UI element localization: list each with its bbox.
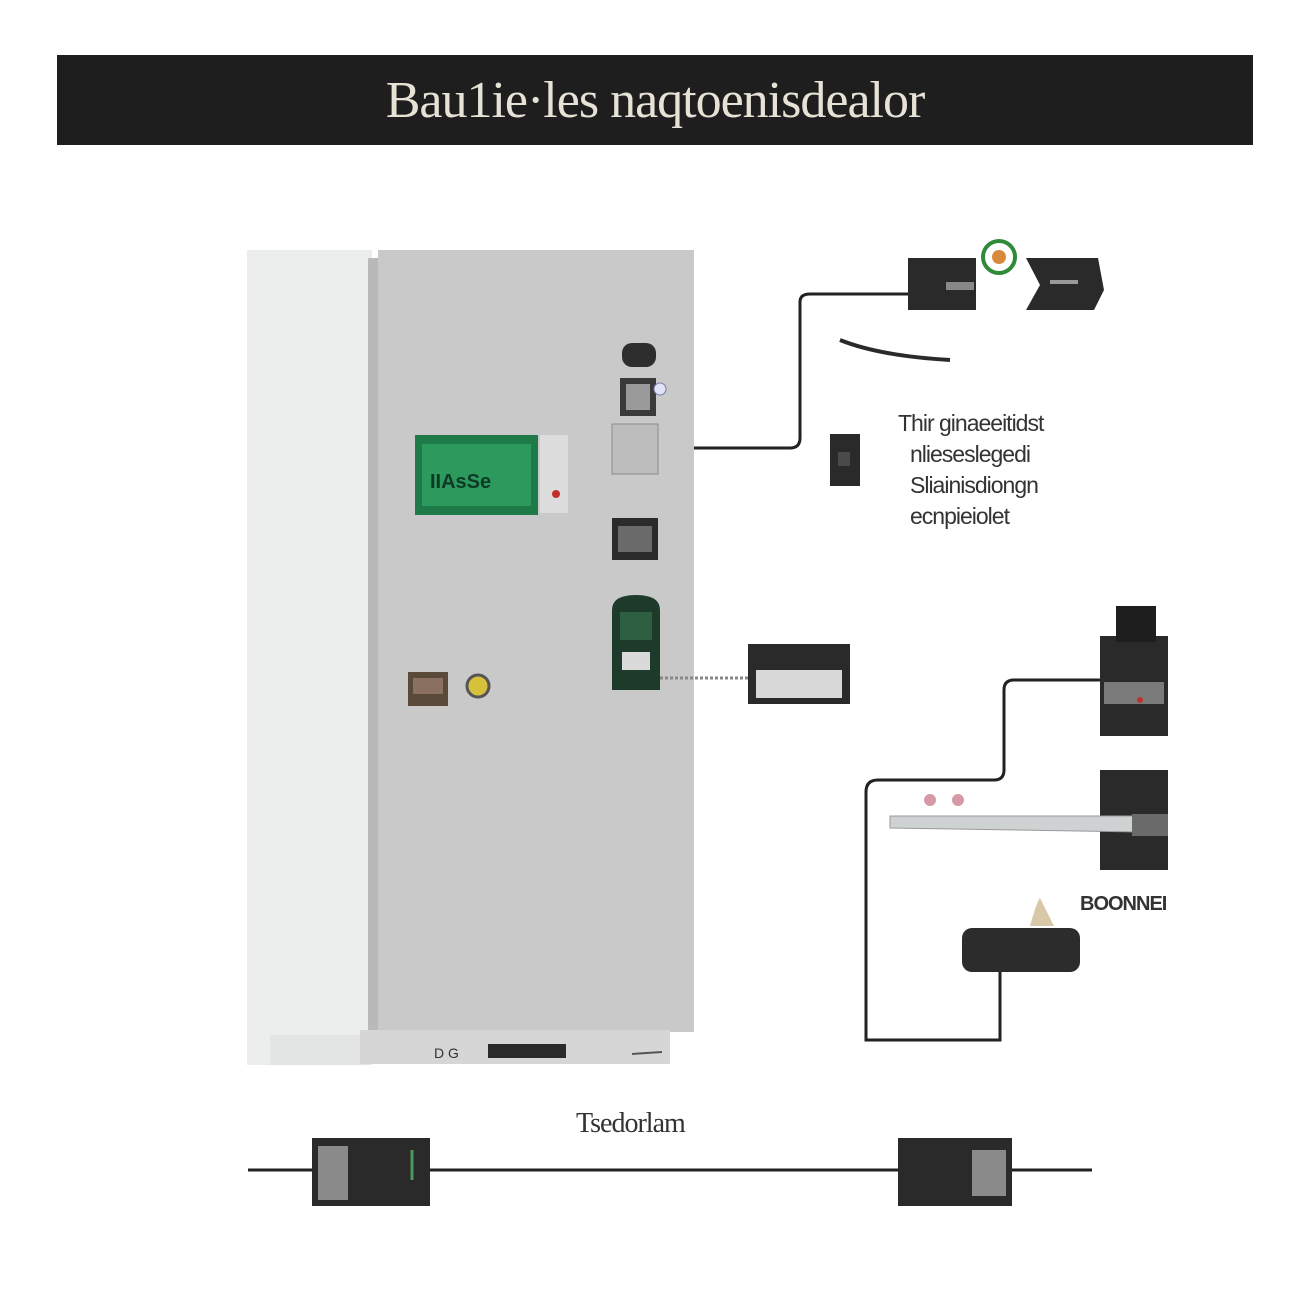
rail-pin-1	[924, 794, 936, 806]
cabinet-button-icon	[465, 673, 491, 699]
note-line-2: nlieseslegedi	[910, 441, 1031, 467]
right-device-led	[1137, 697, 1143, 703]
cabinet-terminal-block	[611, 423, 659, 475]
cabinet-door-edge	[368, 258, 380, 1038]
rail-clamp	[1132, 814, 1168, 836]
bottom-device-right-panel	[972, 1150, 1006, 1196]
top-indicator-core	[992, 250, 1006, 264]
cabinet-relay-1-face	[626, 384, 650, 410]
note-line-4: ecnpieiolet	[910, 503, 1010, 529]
screen-text: IIAsSe	[430, 471, 491, 493]
cabinet-controller-label	[622, 652, 650, 670]
wire-loop	[864, 678, 1100, 1042]
note-line-1: Thir ginaeeitidst	[898, 410, 1044, 436]
title-banner: Bau1ie·les naqtoenisdealor	[57, 55, 1253, 145]
bottom-label: Tsedorlam	[576, 1108, 686, 1139]
cabinet-knob-icon	[653, 382, 667, 396]
top-device-right-slot	[1050, 280, 1078, 284]
cabinet-breaker-face	[618, 526, 652, 552]
right-device-upper-top	[1116, 606, 1156, 642]
diagram-title: Bau1ie·les naqtoenisdealor	[385, 71, 926, 129]
right-device-upper-terminals	[1104, 682, 1164, 704]
power-adapter-plug	[1030, 898, 1054, 926]
control-screen-inner	[422, 444, 531, 506]
cabinet-side-base	[270, 1035, 370, 1065]
rail-pin-2	[952, 794, 964, 806]
indicator-led	[552, 490, 560, 498]
mid-device-face	[756, 670, 842, 698]
cabinet-lamp-icon	[622, 343, 656, 367]
cabinet-base-vent	[488, 1044, 566, 1058]
cabinet-controller-panel	[620, 612, 652, 640]
wall-switch-rocker	[838, 452, 850, 466]
top-cable-stub	[839, 338, 951, 362]
bottom-device-left-panel	[318, 1146, 348, 1200]
cabinet-footer-text: D G	[434, 1045, 459, 1061]
wire-top	[694, 292, 910, 450]
cabinet-socket-face	[413, 678, 443, 694]
screen-side-panel	[540, 435, 568, 513]
mounting-rail	[889, 815, 1141, 833]
power-adapter	[962, 928, 1080, 972]
cabinet-controller	[612, 595, 660, 690]
cabinet-base-mark	[631, 1051, 663, 1055]
top-device-left-port	[946, 282, 974, 290]
device-label: BOONNEI	[1080, 893, 1167, 915]
annotation-note: Thir ginaeeitidst nlieseslegedi Sliainis…	[898, 408, 1128, 532]
note-line-3: Sliainisdiongn	[910, 472, 1039, 498]
cabinet-side-panel	[247, 250, 372, 1065]
